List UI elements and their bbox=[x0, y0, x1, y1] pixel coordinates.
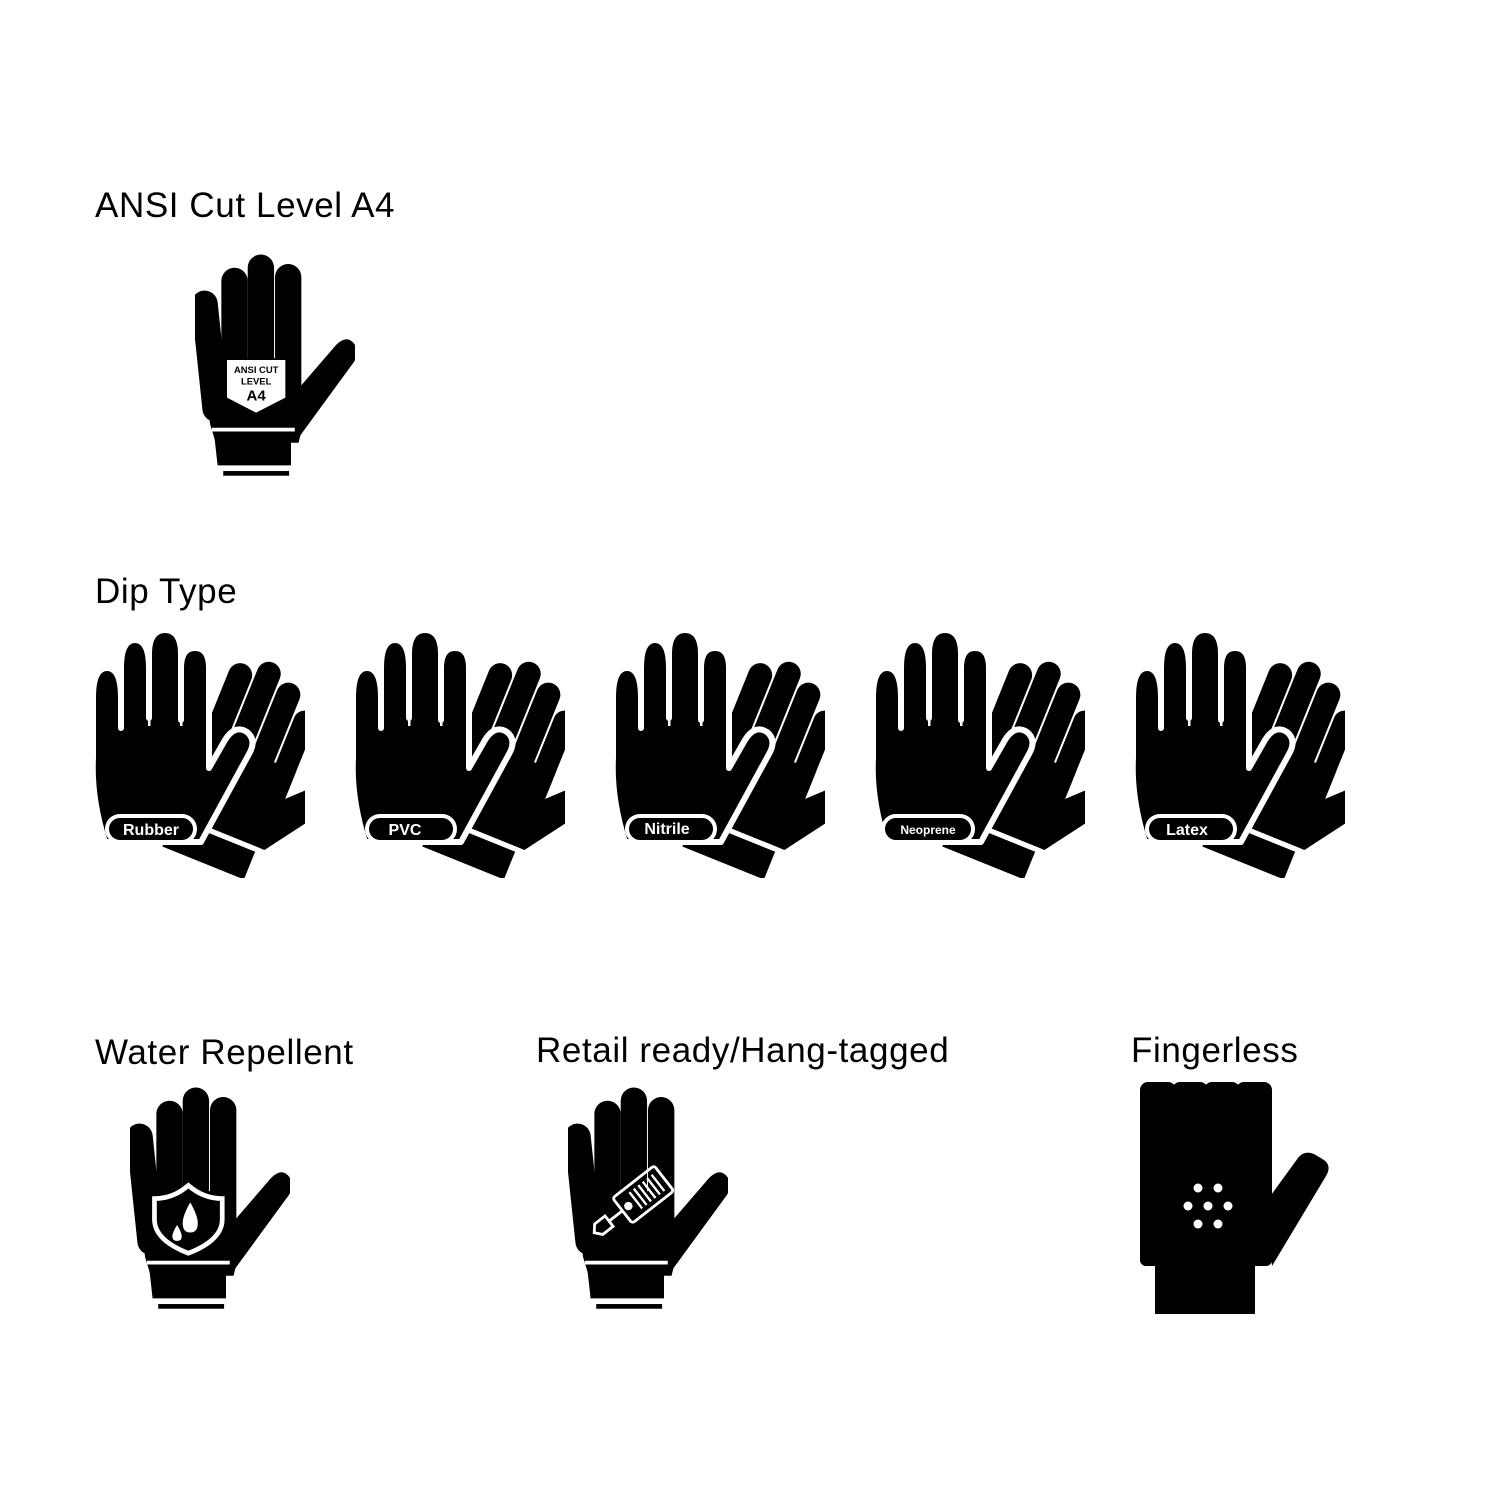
fingerless-heading: Fingerless bbox=[1131, 1031, 1299, 1070]
hang-tag-glove-icon bbox=[568, 1083, 728, 1318]
fingerless-glove-icon bbox=[1138, 1082, 1333, 1317]
dip-type-pvc: PVC bbox=[345, 628, 565, 878]
dip-label-rubber: Rubber bbox=[123, 822, 179, 839]
gloves-pair-icon: Nitrile bbox=[605, 628, 825, 878]
ansi-badge-line3: A4 bbox=[247, 387, 267, 404]
ansi-cut-level-heading: ANSI Cut Level A4 bbox=[95, 186, 396, 225]
ansi-badge-line1: ANSI CUT bbox=[234, 364, 279, 375]
dip-label-neoprene: Neoprene bbox=[900, 823, 956, 837]
gloves-pair-icon: Latex bbox=[1125, 628, 1345, 878]
gloves-pair-icon: Neoprene bbox=[865, 628, 1085, 878]
dip-type-nitrile: Nitrile bbox=[605, 628, 825, 878]
dip-type-neoprene: Neoprene bbox=[865, 628, 1085, 878]
cut-resistant-glove-icon: ANSI CUT LEVEL A4 bbox=[195, 250, 355, 485]
dip-label-nitrile: Nitrile bbox=[644, 821, 689, 838]
retail-ready-heading: Retail ready/Hang-tagged bbox=[536, 1031, 950, 1070]
dip-label-pvc: PVC bbox=[389, 822, 422, 839]
dip-type-latex: Latex bbox=[1125, 628, 1345, 878]
ansi-badge-line2: LEVEL bbox=[241, 375, 272, 386]
water-repellent-heading: Water Repellent bbox=[95, 1033, 354, 1072]
dip-type-rubber: Rubber bbox=[85, 628, 305, 878]
water-shield-glove-icon bbox=[130, 1083, 290, 1318]
gloves-pair-icon: PVC bbox=[345, 628, 565, 878]
dip-type-heading: Dip Type bbox=[95, 572, 238, 611]
dip-label-latex: Latex bbox=[1166, 822, 1208, 839]
gloves-pair-icon: Rubber bbox=[85, 628, 305, 878]
